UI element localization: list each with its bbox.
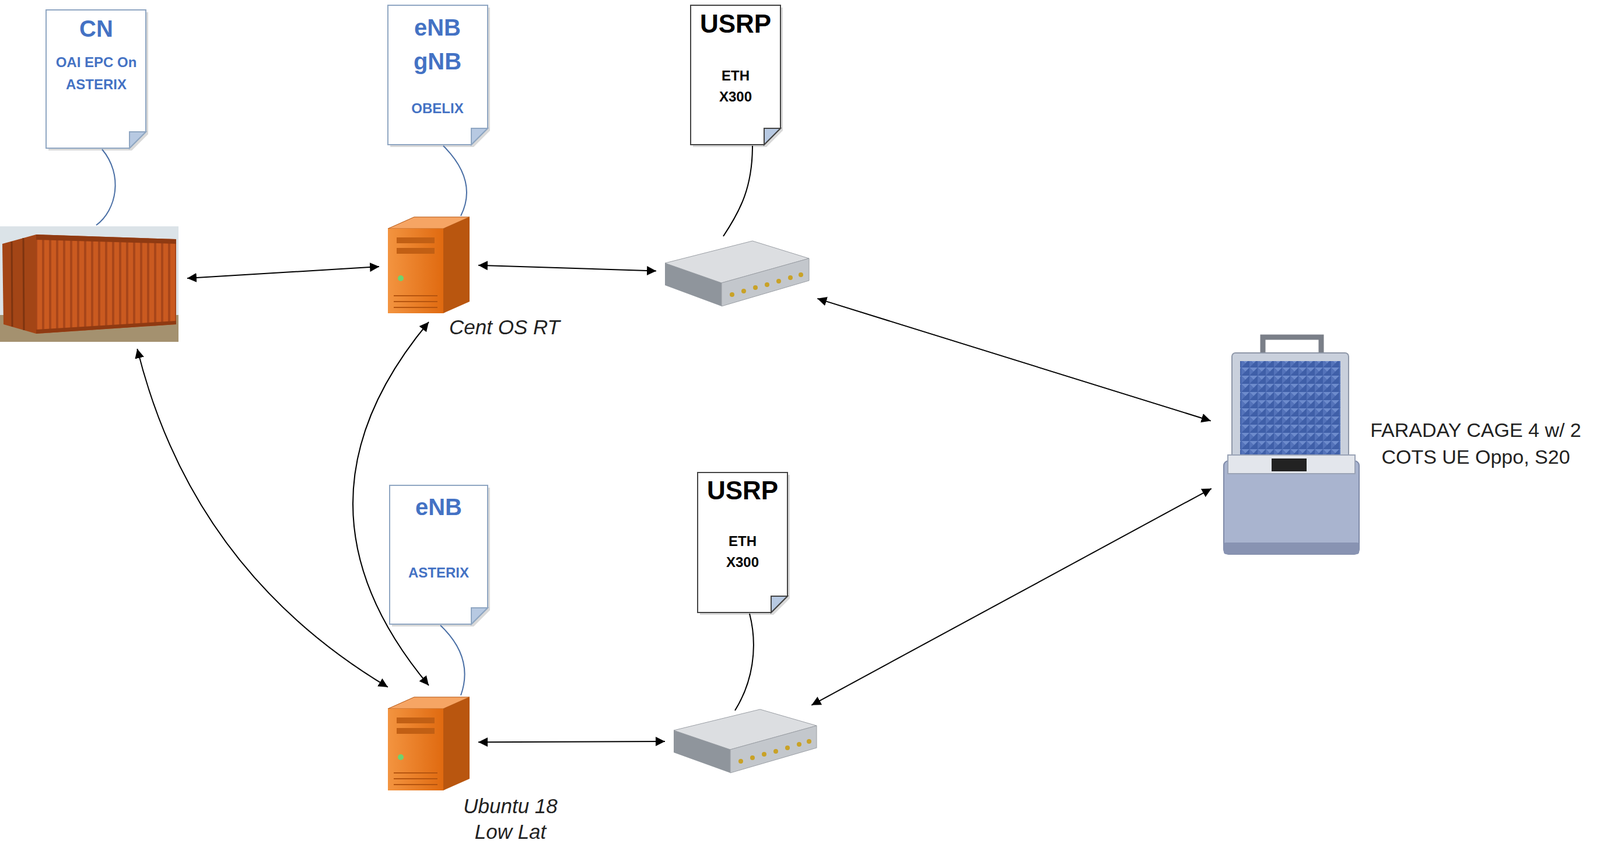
os-caption: Cent OS RT [449, 314, 560, 340]
link-arrow [817, 298, 1211, 422]
server-node: eNB gNBOBELIXCent OS RT [387, 214, 470, 314]
note-body: ASTERIX [394, 564, 483, 582]
note-heading: USRP [701, 475, 784, 507]
note-heading: USRP [694, 8, 777, 40]
server-illustration [387, 697, 470, 791]
faraday-cage-illustration [1223, 337, 1360, 555]
server-node: eNBASTERIXUbuntu 18 Low Lat [387, 694, 470, 791]
link-arrow [811, 488, 1212, 706]
container-node: CNOAI EPC On ASTERIX [0, 226, 179, 342]
os-caption: Ubuntu 18 Low Lat [454, 793, 566, 845]
note-heading: CN [52, 14, 140, 43]
note-body: ETH X300 [709, 65, 762, 108]
container-illustration [0, 226, 179, 342]
note-body: OBELIX [393, 100, 482, 118]
link-arrow [187, 266, 380, 279]
server-illustration [387, 216, 470, 314]
usrp-illustration [673, 709, 817, 773]
note-body: OAI EPC On ASTERIX [52, 51, 140, 97]
faraday-cage-node: FARADAY CAGE 4 w/ 2 COTS UE Oppo, S20 [1219, 331, 1363, 560]
link-arrow [478, 741, 665, 742]
link-arrow [137, 348, 388, 688]
leader-lines [96, 145, 754, 711]
link-arrow [478, 265, 657, 272]
usrp-node: USRPETH X300 [664, 240, 810, 307]
note-heading: eNB gNB [402, 10, 473, 79]
note-heading: eNB [394, 492, 483, 521]
usrp-illustration [664, 240, 810, 307]
note-body: ETH X300 [716, 530, 769, 573]
cage-label: FARADAY CAGE 4 w/ 2 COTS UE Oppo, S20 [1362, 417, 1590, 471]
usrp-node: USRPETH X300 [673, 709, 817, 773]
